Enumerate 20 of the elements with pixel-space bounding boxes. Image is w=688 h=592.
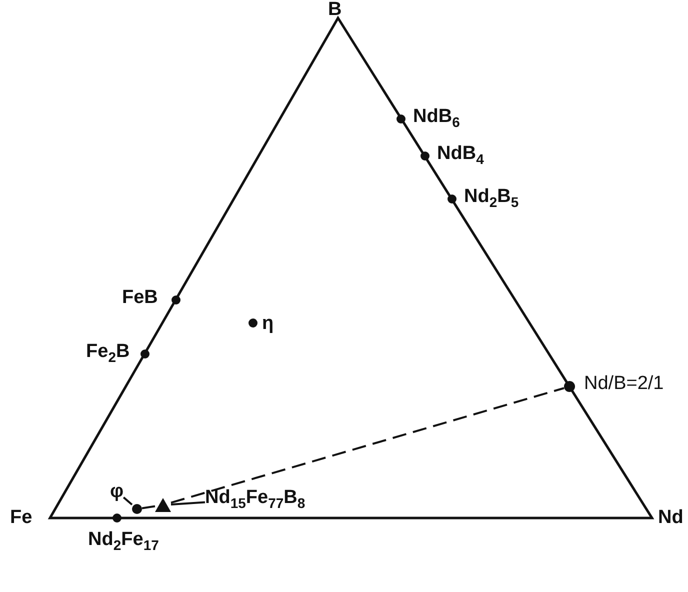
compound-label: Nd$_{15}$Fe$_{77}$B$_{8}$ xyxy=(205,488,306,510)
tie-line xyxy=(122,496,133,506)
leader-line xyxy=(170,501,206,506)
compound-label: NdB$_{6}$ xyxy=(413,107,460,129)
compound-label: Fe$_{2}$B xyxy=(86,342,130,364)
tie-line xyxy=(170,387,564,504)
composition-point xyxy=(564,381,575,392)
triangle-marker xyxy=(155,498,171,512)
corner-label: B xyxy=(328,0,342,19)
compound-label: Nd$_{2}$Fe$_{17}$ xyxy=(88,530,159,552)
composition-point xyxy=(132,504,142,514)
phase-symbol: η xyxy=(262,314,274,333)
compound-label: FeB xyxy=(122,288,158,307)
phase-symbol: φ xyxy=(110,482,124,501)
compound-label: NdB$_{4}$ xyxy=(437,144,484,166)
tie-line xyxy=(142,505,156,510)
compound-label: Nd$_{2}$B$_{5}$ xyxy=(464,187,519,209)
ratio-label: Nd/B=2/1 xyxy=(584,374,664,393)
corner-label: Fe xyxy=(10,508,32,527)
corner-label: Nd xyxy=(658,508,684,527)
